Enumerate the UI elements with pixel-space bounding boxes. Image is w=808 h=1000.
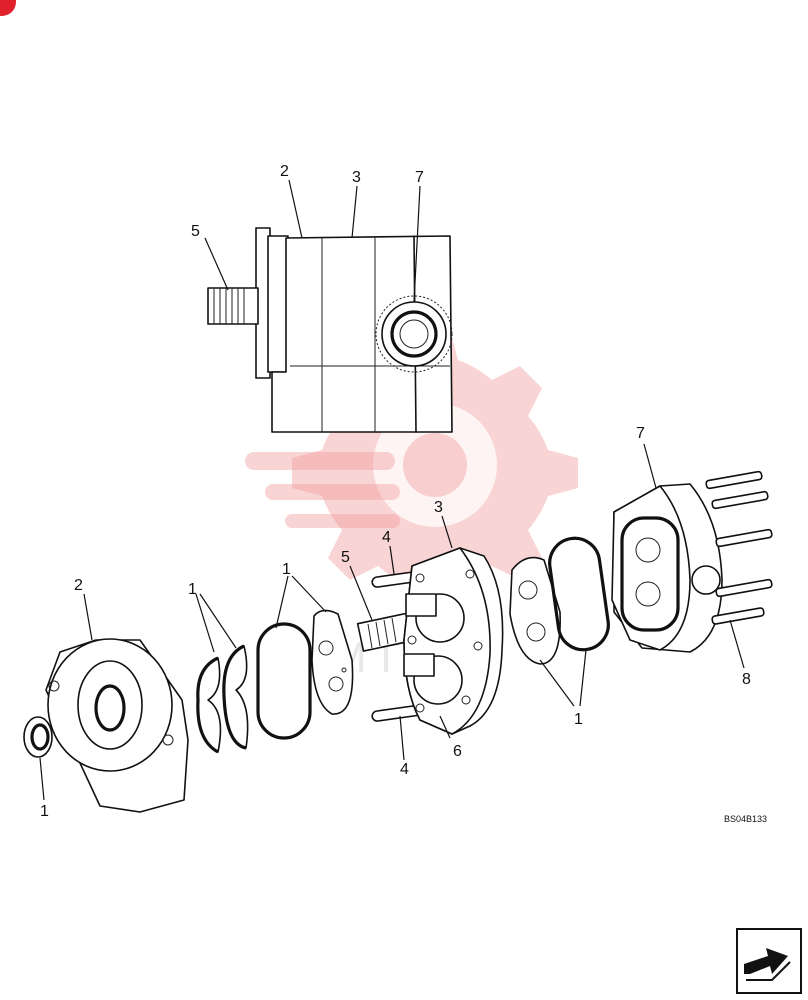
callout-right-1: 1	[574, 711, 583, 728]
callout-rings-1: 1	[188, 581, 197, 598]
wear-plate-left	[311, 609, 354, 715]
end-cover	[611, 470, 773, 653]
callout-pin-4-top: 4	[382, 529, 391, 546]
callout-shaft-5: 5	[341, 549, 350, 566]
callout-cover-7: 7	[636, 425, 645, 442]
mounting-flange	[45, 638, 189, 813]
wear-plate-right	[509, 556, 561, 665]
drive-shaft	[356, 612, 416, 652]
callout-top-2: 2	[280, 163, 289, 180]
callout-bolts-8: 8	[742, 671, 751, 688]
callout-top-5: 5	[191, 223, 200, 240]
shaft-seal	[23, 716, 53, 758]
callout-oring-1: 1	[282, 561, 291, 578]
callout-top-3: 3	[352, 169, 361, 186]
callout-seal-1: 1	[40, 803, 49, 820]
seal-rings	[196, 644, 249, 754]
callout-housing-3: 3	[434, 499, 443, 516]
reference-code: BS04B133	[724, 814, 767, 824]
next-page-arrow-icon	[744, 948, 791, 981]
o-ring	[256, 622, 312, 740]
callout-top-7: 7	[415, 169, 424, 186]
next-page-button[interactable]	[736, 928, 802, 994]
callout-labels: 2 3 7 5 2 1 1 1 5 4 4 3 6 1 7 8	[40, 163, 751, 820]
callout-pin-4-bottom: 4	[400, 761, 409, 778]
gear-housing	[403, 547, 504, 735]
top-leaders	[204, 179, 421, 303]
o-ring-right	[548, 536, 610, 652]
assembled-pump	[207, 227, 453, 433]
callout-gear-6: 6	[453, 743, 462, 760]
callout-flange-2: 2	[74, 577, 83, 594]
